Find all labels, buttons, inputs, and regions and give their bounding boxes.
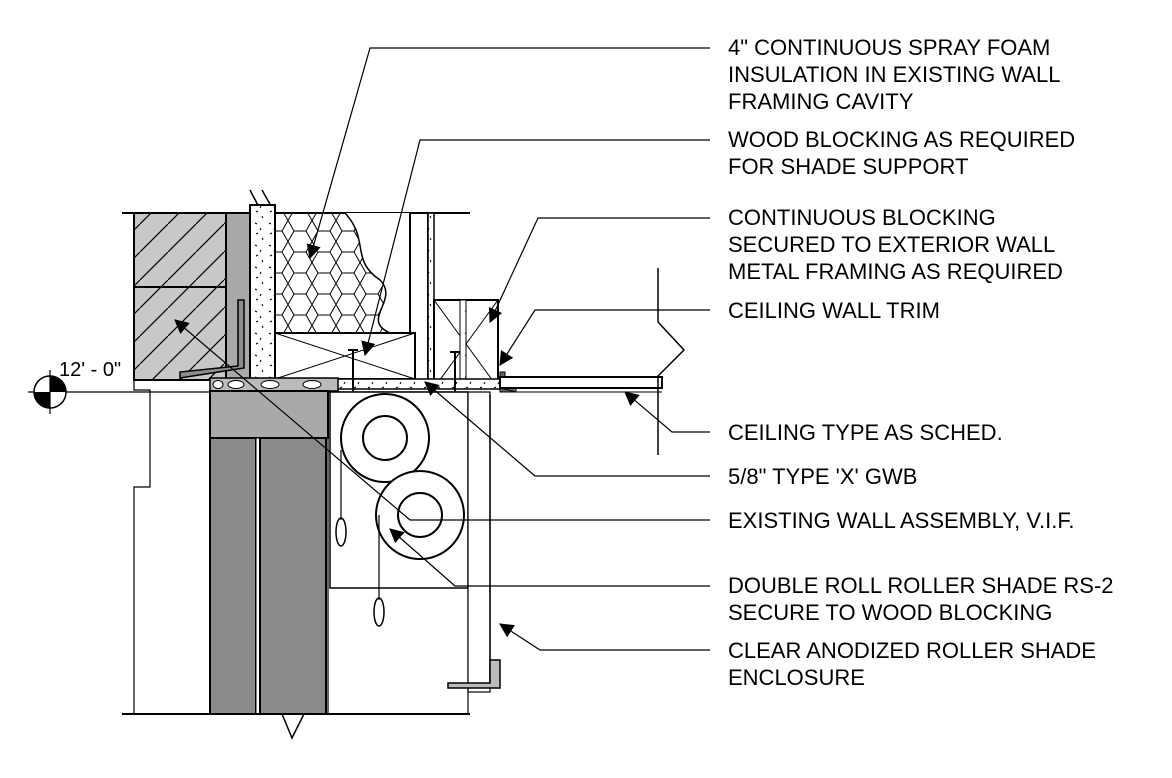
elevation-marker: 12' - 0" xyxy=(28,359,210,414)
existing-wall-outline xyxy=(133,380,151,714)
callout-existing-wall: EXISTING WALL ASSEMBLY, V.I.F. xyxy=(728,508,1074,533)
shade-enclosure xyxy=(447,659,501,689)
elevation-label: 12' - 0" xyxy=(59,359,121,381)
callout-gwb: 5/8" TYPE 'X' GWB xyxy=(728,464,917,489)
screws xyxy=(348,349,460,392)
wall-assembly xyxy=(122,189,686,740)
window-frame-left xyxy=(209,437,257,715)
ceiling-break-line xyxy=(657,268,686,455)
callout-labels: 4" CONTINUOUS SPRAY FOAM INSULATION IN E… xyxy=(728,35,1120,690)
callout-wood-blocking: WOOD BLOCKING AS REQUIRED FOR SHADE SUPP… xyxy=(728,127,1081,179)
callout-spray-foam: 4" CONTINUOUS SPRAY FOAM INSULATION IN E… xyxy=(728,35,1066,114)
roller-tube-upper xyxy=(340,393,430,483)
callout-ceiling-wall-trim: CEILING WALL TRIM xyxy=(728,298,940,323)
sealant-ovals xyxy=(209,377,339,392)
window-head xyxy=(209,390,329,439)
callout-enclosure: CLEAR ANODIZED ROLLER SHADE ENCLOSURE xyxy=(728,638,1102,690)
window-frame-right xyxy=(259,437,327,715)
callout-continuous-blocking: CONTINUOUS BLOCKING SECURED TO EXTERIOR … xyxy=(728,205,1063,284)
continuous-blocking-box xyxy=(433,299,499,389)
wood-blocking-lower xyxy=(274,332,416,380)
callout-roller-shade: DOUBLE ROLL ROLLER SHADE RS-2 SECURE TO … xyxy=(728,573,1120,625)
roller-tube-lower xyxy=(375,470,465,560)
callout-ceiling-type: CEILING TYPE AS SCHED. xyxy=(728,420,1003,445)
ceiling-panel xyxy=(499,376,663,393)
leader-lines xyxy=(174,47,710,651)
exterior-sheathing xyxy=(249,204,276,391)
